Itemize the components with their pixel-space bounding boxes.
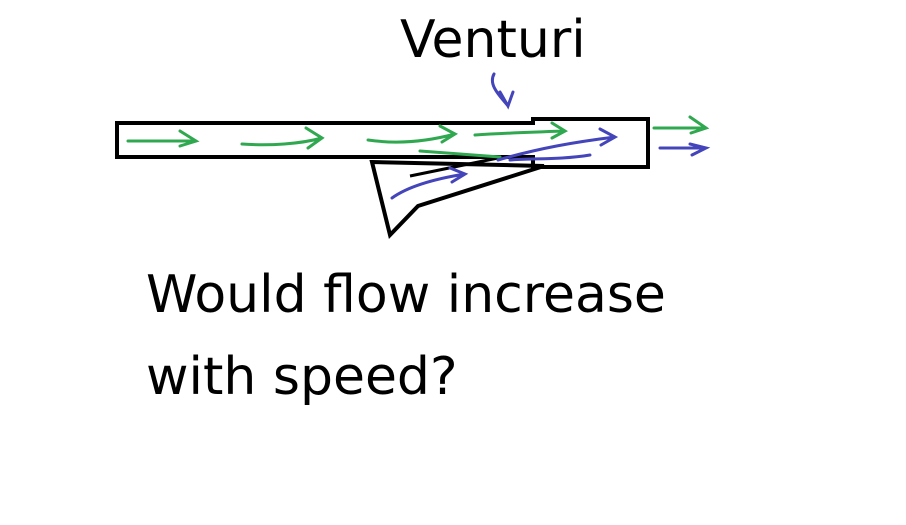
main-flow-arrow-5: [418, 149, 502, 159]
venturi-duct-outline: [369, 159, 545, 239]
venturi-throat-line: [409, 156, 499, 178]
main-flow-arrow-3: [366, 124, 459, 144]
main-flow-arrows: [126, 121, 569, 159]
venturi-marker-arrow: [491, 72, 515, 110]
main-flow-arrow-2: [240, 126, 325, 150]
question-text: Would flow increase with speed?: [146, 254, 746, 418]
venturi-throat-arrow: [496, 127, 619, 162]
question-line-2: with speed?: [146, 347, 458, 407]
main-flow-arrow-1: [126, 129, 200, 148]
venturi-inner-arrow: [508, 153, 592, 162]
main-pipe-outline: [115, 117, 650, 169]
outlet-flow-arrow-green: [652, 115, 710, 135]
outlet-flow-arrow-blue: [658, 142, 711, 157]
main-flow-arrow-4: [473, 121, 569, 140]
venturi-label: Venturi: [400, 10, 586, 70]
venturi-entry-arrow: [390, 166, 469, 200]
question-line-1: Would flow increase: [146, 265, 666, 325]
venturi-flow-arrows: [390, 72, 711, 200]
